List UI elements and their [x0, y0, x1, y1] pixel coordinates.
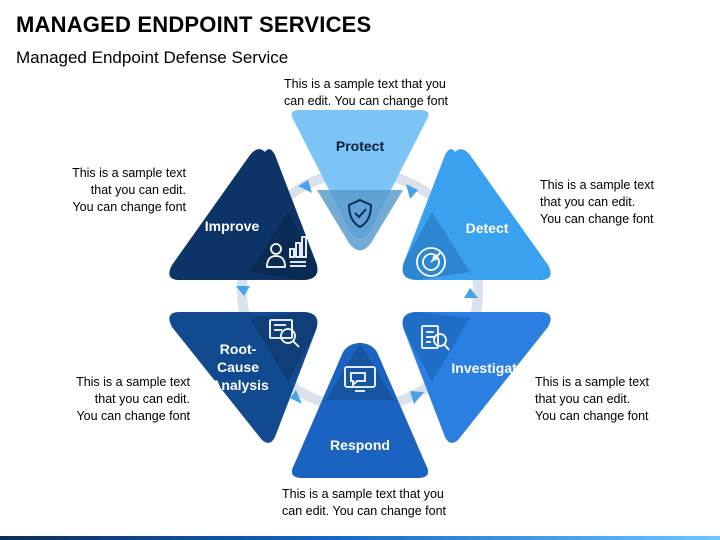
investigate-label: Investigate: [451, 360, 524, 376]
root-cause-label: Root- Cause Analysis: [211, 341, 269, 393]
improve-label: Improve: [205, 218, 260, 234]
shield-check-icon: [347, 198, 373, 229]
respond-description-line-1: This is a sample text that you: [282, 487, 444, 501]
arrow-respond-to-root-cause: [290, 390, 302, 404]
stage-protect[interactable]: Protect: [291, 110, 429, 251]
root-cause-inner-sector: [250, 312, 318, 382]
page-title: MANAGED ENDPOINT SERVICES: [16, 12, 372, 37]
respond-triangle: [291, 343, 429, 478]
improve-description-line-1: This is a sample text: [72, 166, 186, 180]
root-cause-description-line-2: that you can edit.: [94, 392, 190, 406]
person-growth-chart-icon: [266, 236, 307, 268]
investigate-description-line-1: This is a sample text: [535, 375, 649, 389]
improve-description-line-3: You can change font: [72, 200, 186, 214]
detect-label: Detect: [466, 220, 509, 236]
arrow-investigate-to-respond: [410, 391, 424, 404]
detect-description-line-3: You can change font: [540, 212, 654, 226]
root-cause-description-line-1: This is a sample text: [76, 375, 190, 389]
respond-inner-sector: [326, 343, 394, 400]
arrow-protect-to-detect: [406, 184, 418, 199]
improve-description-line-2: that you can edit.: [90, 183, 186, 197]
improve-description: This is a sample text that you can edit.…: [62, 165, 186, 216]
stage-investigate[interactable]: Investigate: [402, 312, 551, 443]
stage-respond[interactable]: Respond: [291, 343, 429, 478]
arrow-improve-to-protect: [298, 180, 312, 193]
radar-icon: [416, 247, 446, 277]
protect-inner-sector: [317, 190, 403, 251]
detect-description-line-1: This is a sample text: [540, 178, 654, 192]
stage-detect[interactable]: Detect: [402, 149, 551, 280]
protect-description-line-2: can edit. You can change font: [284, 94, 449, 108]
arrow-root-cause-to-improve: [236, 286, 250, 296]
stage-improve[interactable]: Improve: [169, 149, 318, 280]
detect-description-line-2: that you can edit.: [540, 195, 636, 209]
investigate-inner-sector: [402, 312, 470, 382]
protect-triangle: [291, 110, 429, 239]
arrow-detect-to-investigate: [464, 288, 478, 298]
protect-label: Protect: [336, 138, 385, 154]
protect-description-line-1: This is a sample text that you: [284, 77, 446, 91]
footer-accent-bar: [0, 536, 720, 540]
document-magnifier-icon: [421, 325, 450, 351]
investigate-description: This is a sample text that you can edit.…: [535, 374, 649, 425]
cycle-arrows: [236, 180, 478, 404]
respond-label: Respond: [330, 437, 390, 453]
root-cause-description: This is a sample text that you can edit.…: [66, 374, 190, 425]
monitor-chat-icon: [344, 366, 376, 392]
root-cause-description-line-3: You can change font: [76, 409, 190, 423]
respond-description-line-2: can edit. You can change font: [282, 504, 447, 518]
investigate-description-line-2: that you can edit.: [535, 392, 631, 406]
detect-inner-sector: [402, 212, 470, 280]
report-magnifier-icon: [269, 319, 300, 348]
detect-description: This is a sample text that you can edit.…: [540, 177, 654, 228]
stage-root-cause-analysis[interactable]: Root- Cause Analysis: [169, 312, 318, 443]
page-subtitle: Managed Endpoint Defense Service: [16, 48, 289, 67]
respond-description: This is a sample text that you can edit.…: [282, 486, 446, 520]
protect-description: This is a sample text that you can edit.…: [284, 76, 448, 110]
investigate-description-line-3: You can change font: [535, 409, 649, 423]
